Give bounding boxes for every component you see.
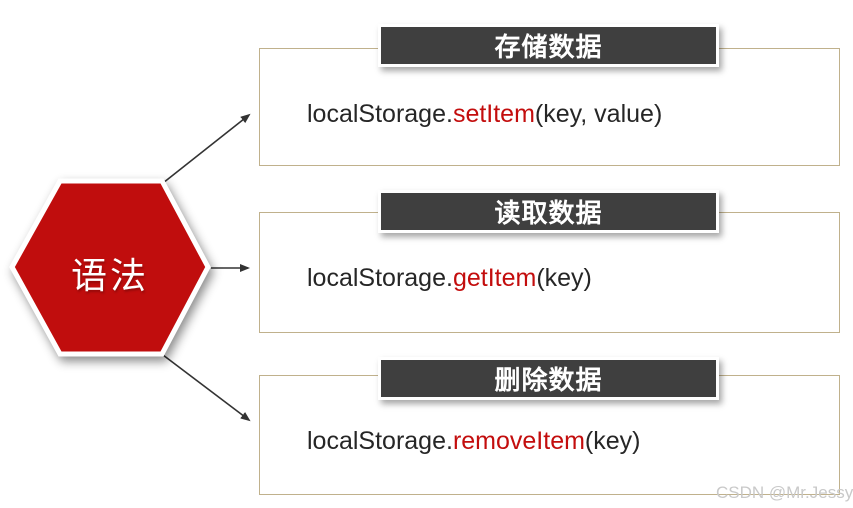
remove-data-title: 删除数据 (494, 365, 603, 395)
read-data-header: 读取数据 (378, 190, 719, 233)
arrow-to-remove-box (162, 354, 251, 422)
arrow-to-store-box (162, 113, 251, 184)
store-data-title: 存储数据 (494, 32, 603, 62)
hexagon-label: 语法 (70, 255, 149, 296)
store-data-header: 存储数据 (378, 24, 719, 67)
read-data-title: 读取数据 (494, 198, 603, 228)
store-data-box: localStorage.setItem(key, value) (259, 48, 840, 166)
code-args: (key) (584, 427, 641, 455)
code-object: localStorage. (307, 427, 453, 455)
watermark: CSDN @Mr.Jessy (716, 483, 853, 502)
store-data-code: localStorage.setItem(key, value) (307, 99, 662, 129)
code-object: localStorage. (307, 264, 453, 292)
code-args: (key, value) (534, 100, 663, 128)
code-method: setItem (452, 100, 535, 128)
code-method: removeItem (452, 427, 585, 455)
remove-data-header: 删除数据 (378, 357, 719, 400)
code-method: getItem (452, 264, 537, 292)
code-object: localStorage. (307, 100, 453, 128)
code-args: (key) (536, 264, 592, 292)
remove-data-code: localStorage.removeItem(key) (307, 426, 640, 456)
read-data-code: localStorage.getItem(key) (307, 263, 592, 293)
